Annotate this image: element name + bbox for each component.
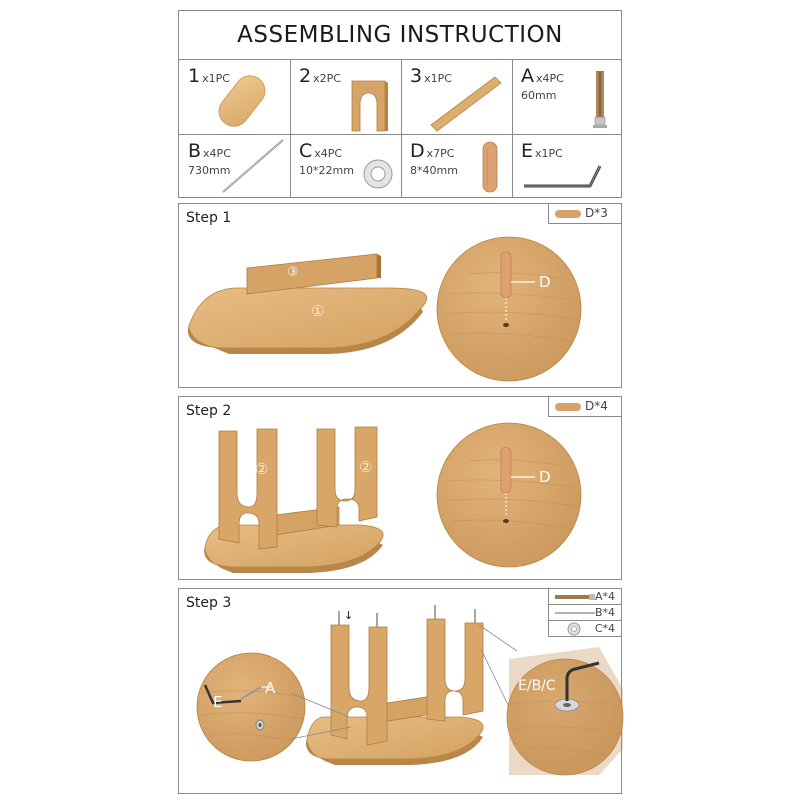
step-2-panel: Step 2 D*4 ② ② D <box>178 396 622 580</box>
part-qty: x2PC <box>313 72 341 85</box>
leg-frame-icon <box>351 80 388 132</box>
part-qty: x4PC <box>536 72 564 85</box>
step-3-panel: Step 3 A*4 B*4 C*4 <box>178 588 624 794</box>
part-qty: x7PC <box>426 147 455 160</box>
callout-label: D <box>539 468 551 486</box>
step-title: Step 1 <box>186 210 232 226</box>
part-id: 1 <box>188 65 201 87</box>
step-title: Step 3 <box>186 595 232 611</box>
step-1-panel: Step 1 D*3 ③ ① D <box>178 203 622 388</box>
step-3-illustration <box>196 605 624 776</box>
threaded-rod-icon <box>555 612 595 614</box>
part-dimension: 8*40mm <box>410 164 458 177</box>
step-title: Step 2 <box>186 403 232 419</box>
part-qty: x4PC <box>203 147 231 160</box>
part-id: 2 <box>299 65 312 87</box>
part-marker: ② <box>359 458 373 476</box>
part-id: B <box>188 140 202 162</box>
step-badge: D*4 <box>548 397 621 417</box>
part-id: D <box>410 140 425 162</box>
part-dimension: 730mm <box>188 164 231 177</box>
callout-label: D <box>539 273 551 291</box>
legend-label: B*4 <box>594 606 615 619</box>
legend-row-C: C*4 <box>548 621 621 637</box>
table-divider <box>401 59 402 197</box>
legend-label: C*4 <box>594 622 615 635</box>
down-arrow-icon: ↓ <box>344 609 354 622</box>
dowel-icon <box>555 209 581 218</box>
part-id: C <box>299 140 313 162</box>
callout-label: A <box>265 679 276 697</box>
page-title: ASSEMBLING INSTRUCTION <box>179 11 621 60</box>
part-id: E <box>521 140 534 162</box>
part-dimension: 10*22mm <box>299 164 354 177</box>
threaded-rod-icon <box>222 139 284 193</box>
step-2-illustration <box>204 422 582 573</box>
washer-icon <box>567 622 581 636</box>
step-1-illustration <box>187 236 582 382</box>
badge-label: D*4 <box>585 399 608 413</box>
allen-key-icon <box>524 165 602 188</box>
part-id: A <box>521 65 534 87</box>
badge-label: D*3 <box>585 206 608 220</box>
part-qty: x1PC <box>424 72 452 85</box>
step-badge: D*3 <box>548 204 621 224</box>
legend-row-A: A*4 <box>548 589 621 605</box>
part-marker: ③ <box>287 265 299 280</box>
part-qty: x4PC <box>314 147 343 160</box>
legend-label: A*4 <box>594 590 615 603</box>
callout-label: E <box>213 693 223 711</box>
bolt-icon <box>555 594 595 600</box>
legend-row-B: B*4 <box>548 605 621 621</box>
bolt-icon <box>593 71 607 128</box>
stretcher-board-icon <box>430 76 502 132</box>
washer-icon <box>363 159 393 189</box>
table-divider <box>179 134 621 135</box>
part-id: 3 <box>410 65 423 87</box>
tabletop-icon <box>218 75 266 127</box>
part-qty: x1PC <box>202 72 230 85</box>
callout-label: E/B/C <box>518 678 556 694</box>
dowel-icon <box>555 402 581 411</box>
dowel-icon <box>482 141 498 193</box>
part-qty: x1PC <box>535 147 563 160</box>
table-divider <box>290 59 291 197</box>
part-marker: ② <box>255 460 269 478</box>
part-dimension: 60mm <box>521 89 557 102</box>
table-divider <box>512 59 513 197</box>
part-marker: ① <box>311 302 325 320</box>
